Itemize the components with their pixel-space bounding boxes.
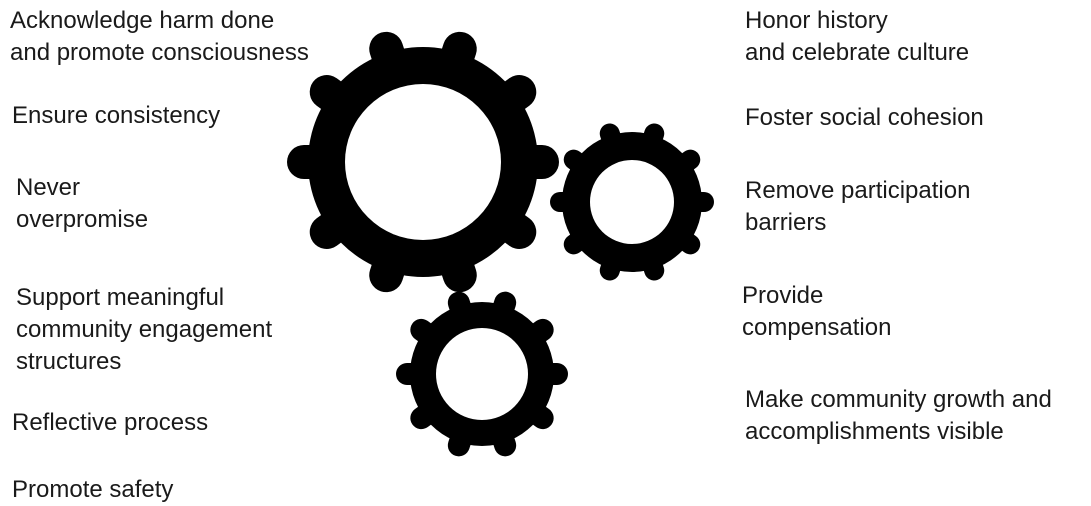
left-item-line: Acknowledge harm done	[10, 7, 275, 34]
gear-tooth	[599, 123, 626, 161]
left-item-support-engagement: Support meaningful community engagement …	[16, 282, 272, 378]
left-item-reflective-process: Reflective process	[12, 407, 208, 439]
gear-tooth	[665, 149, 701, 181]
gear-tooth	[309, 206, 356, 249]
right-item-social-cohesion: Foster social cohesion	[745, 102, 984, 134]
left-item-line: Promote safety	[12, 476, 174, 503]
left-item-line: Never	[16, 174, 81, 201]
left-item-line: and promote consciousness	[10, 39, 309, 66]
gear-tooth	[599, 243, 626, 281]
right-item-provide-compensation: Provide compensation	[742, 280, 891, 344]
right-item-line: Remove participation	[745, 177, 971, 204]
left-item-line: community engagement	[16, 316, 273, 343]
gear-tooth	[410, 318, 447, 352]
left-item-line: Support meaningful	[16, 284, 225, 311]
gear-tooth	[490, 206, 537, 249]
gear-tooth	[410, 396, 447, 430]
gear-tooth	[550, 192, 588, 212]
gear-tooth	[676, 192, 714, 212]
gear-tooth	[438, 31, 477, 80]
gear-tooth	[665, 223, 701, 255]
gear-tooth	[638, 243, 665, 281]
right-item-line: Make community growth and	[745, 386, 1052, 413]
right-item-remove-barriers: Remove participation barriers	[745, 175, 970, 239]
left-item-line: structures	[16, 348, 122, 375]
gear-tooth	[563, 223, 599, 255]
gear-tooth	[563, 149, 599, 181]
gear-tooth	[369, 31, 408, 80]
right-item-line: Provide	[742, 282, 824, 309]
right-gear-icon	[550, 123, 714, 281]
large-gear-icon	[287, 31, 559, 293]
gear-tooth	[517, 318, 554, 352]
right-item-line: compensation	[742, 314, 892, 341]
gear-tooth	[287, 145, 335, 179]
gear-tooth	[309, 75, 356, 118]
left-item-line: overpromise	[16, 206, 149, 233]
gear-tooth	[528, 363, 568, 385]
left-item-promote-safety: Promote safety	[12, 474, 173, 506]
gear-tooth	[438, 244, 477, 293]
right-item-line: Honor history	[745, 7, 888, 34]
bottom-gear-icon	[396, 291, 568, 457]
right-item-honor-history: Honor history and celebrate culture	[745, 5, 969, 69]
left-item-acknowledge-harm: Acknowledge harm done and promote consci…	[10, 5, 309, 69]
left-item-line: Ensure consistency	[12, 102, 221, 129]
right-item-growth-visible: Make community growth and accomplishment…	[745, 384, 1052, 448]
left-item-never-overpromise: Never overpromise	[16, 172, 148, 236]
gear-tooth	[396, 363, 436, 385]
gear-tooth	[488, 417, 517, 457]
left-item-ensure-consistency: Ensure consistency	[12, 100, 220, 132]
right-item-line: Foster social cohesion	[745, 104, 984, 131]
gear-tooth	[490, 75, 537, 118]
right-item-line: and celebrate culture	[745, 39, 970, 66]
gear-tooth	[511, 145, 559, 179]
right-item-line: accomplishments visible	[745, 418, 1004, 445]
gear-tooth	[447, 417, 476, 457]
left-item-line: Reflective process	[12, 409, 209, 436]
gear-tooth	[447, 291, 476, 331]
right-item-line: barriers	[745, 209, 827, 236]
gear-tooth	[488, 291, 517, 331]
gear-tooth	[638, 123, 665, 161]
gear-tooth	[369, 244, 408, 293]
gear-tooth	[517, 396, 554, 430]
